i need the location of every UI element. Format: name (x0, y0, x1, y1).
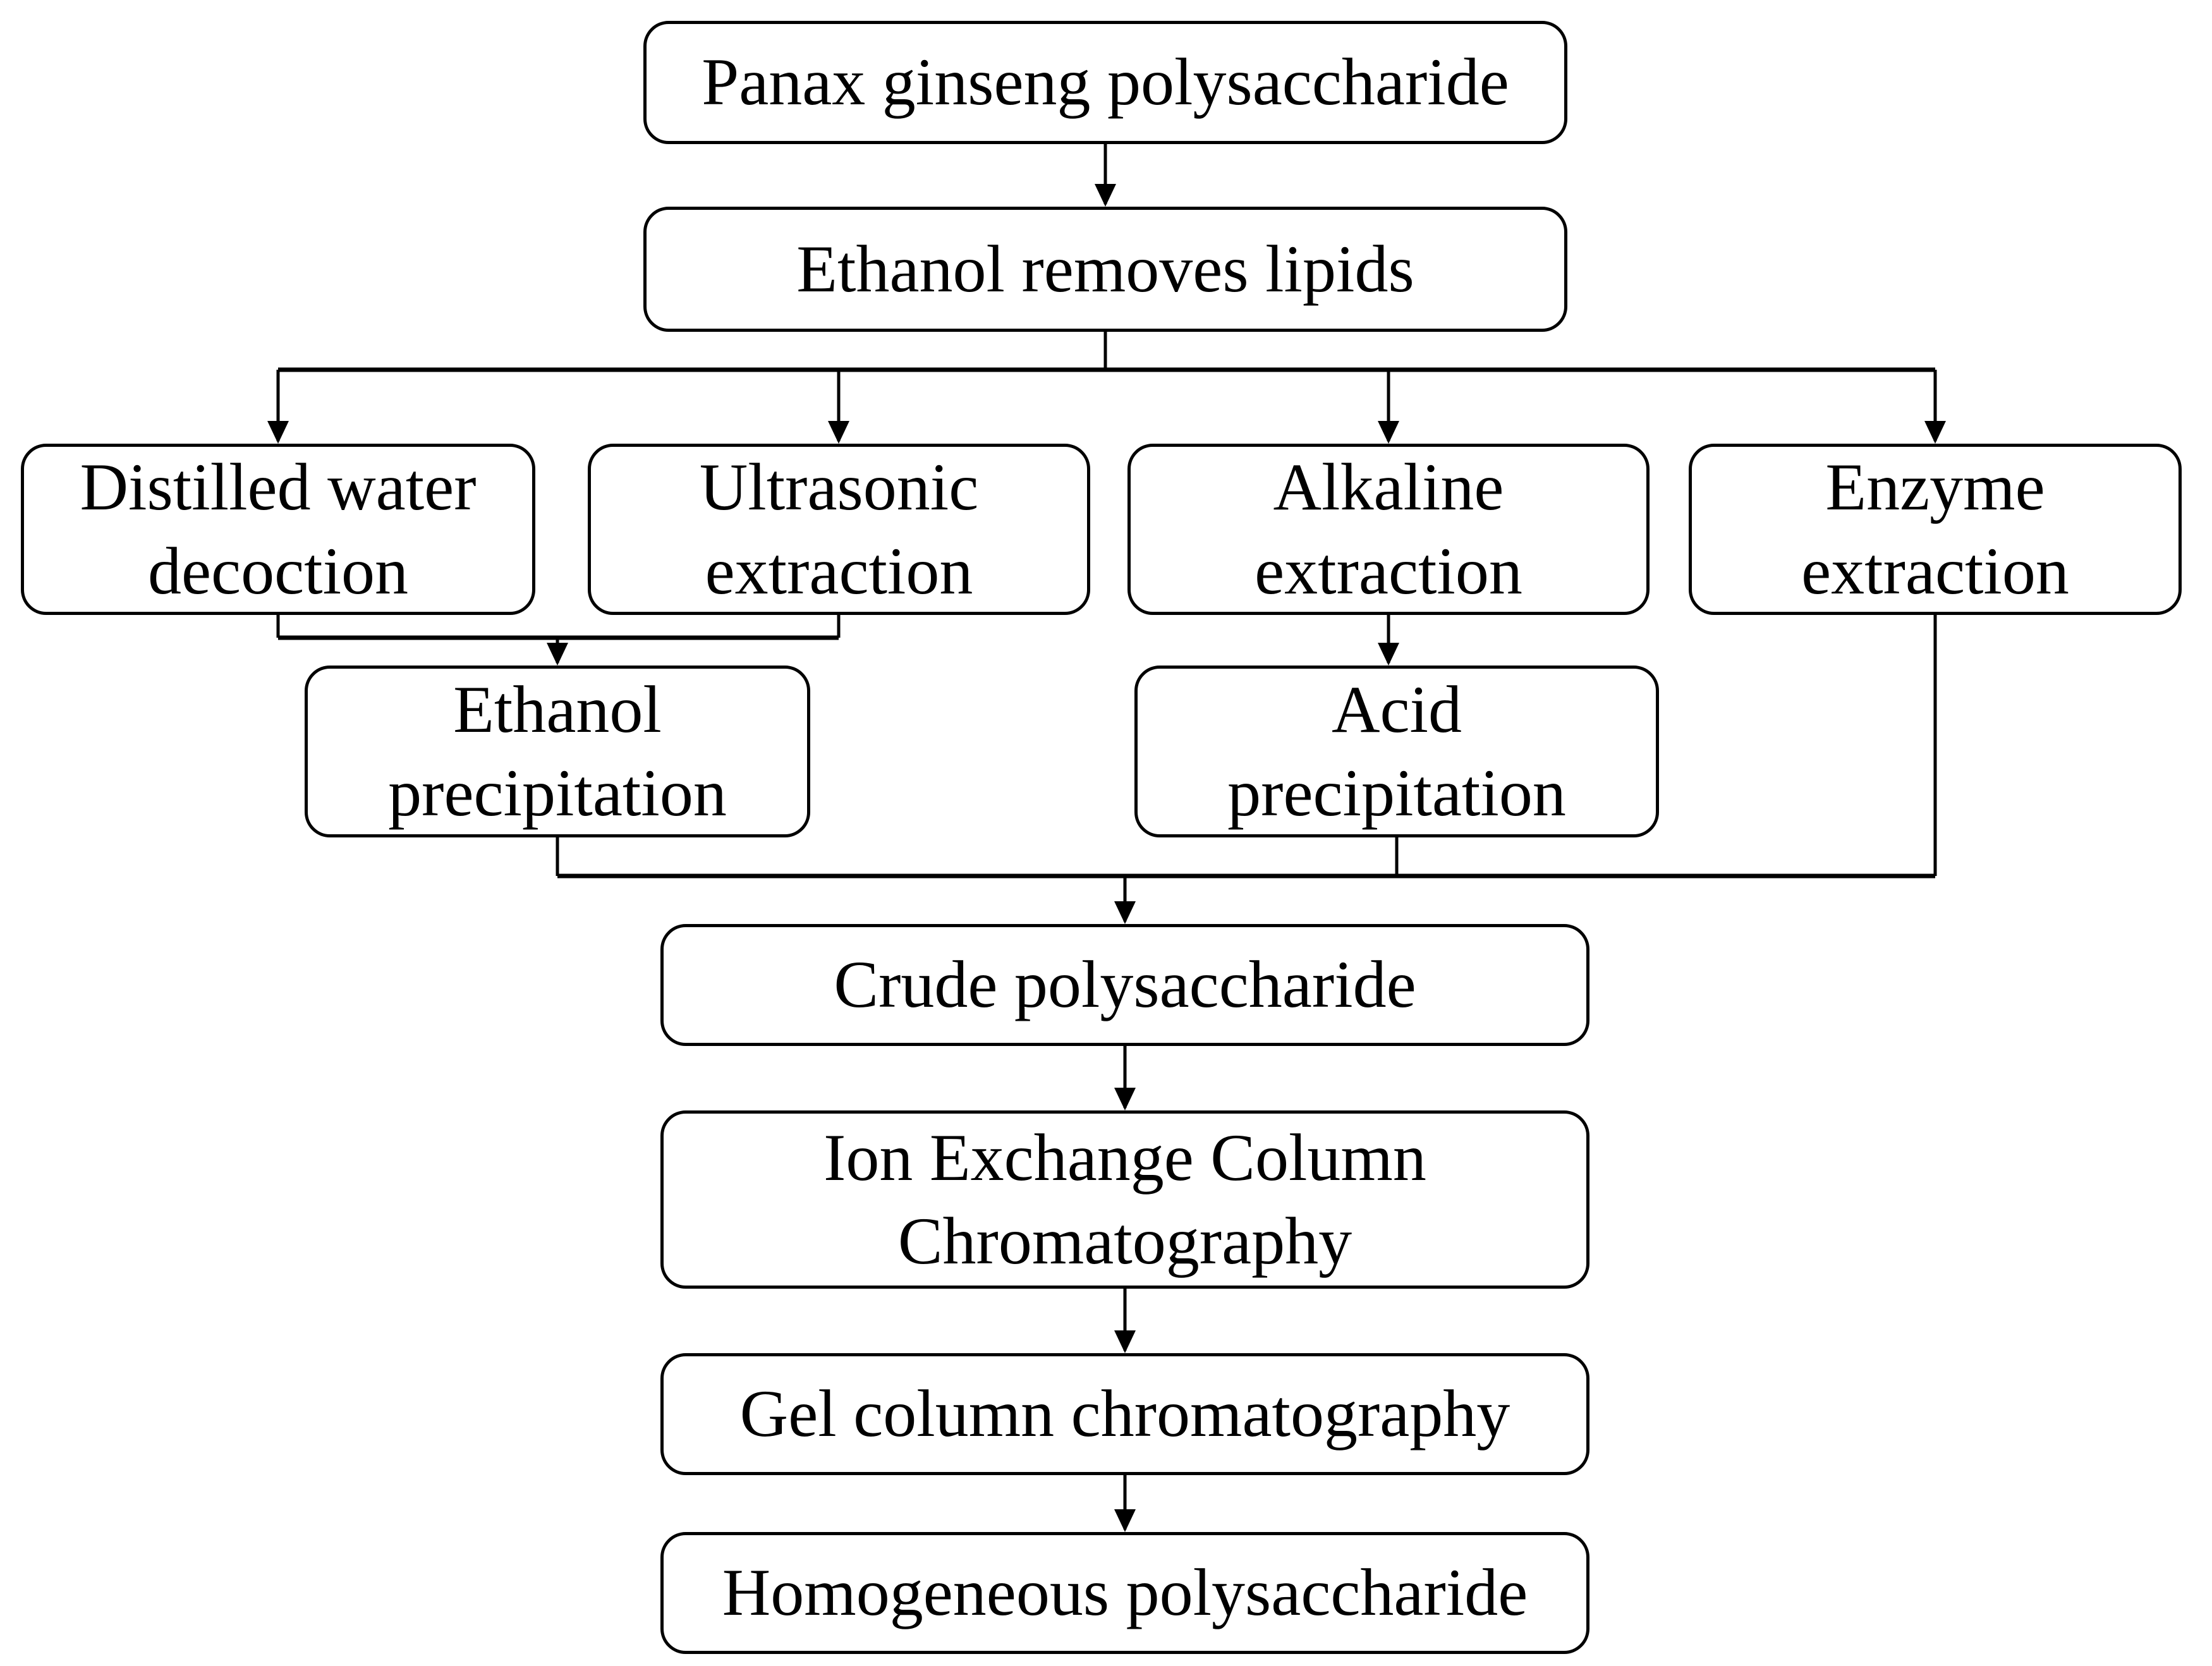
node-ultrasonic-extraction: Ultrasonic extraction (588, 444, 1090, 615)
node-homogeneous-polysaccharide: Homogeneous polysaccharide (660, 1532, 1589, 1654)
node-crude-polysaccharide: Crude polysaccharide (660, 924, 1589, 1046)
node-ethanol-precipitation: Ethanol precipitation (305, 666, 810, 837)
node-ion-exchange-column-chromatography: Ion Exchange Column Chromatography (660, 1110, 1589, 1289)
node-gel-column-chromatography: Gel column chromatography (660, 1353, 1589, 1475)
node-alkaline-extraction: Alkaline extraction (1127, 444, 1650, 615)
node-distilled-water-decoction: Distilled water decoction (21, 444, 535, 615)
node-acid-precipitation: Acid precipitation (1134, 666, 1659, 837)
node-panax-ginseng-polysaccharide: Panax ginseng polysaccharide (643, 21, 1567, 144)
node-enzyme-extraction: Enzyme extraction (1689, 444, 2182, 615)
node-ethanol-removes-lipids: Ethanol removes lipids (643, 207, 1567, 332)
